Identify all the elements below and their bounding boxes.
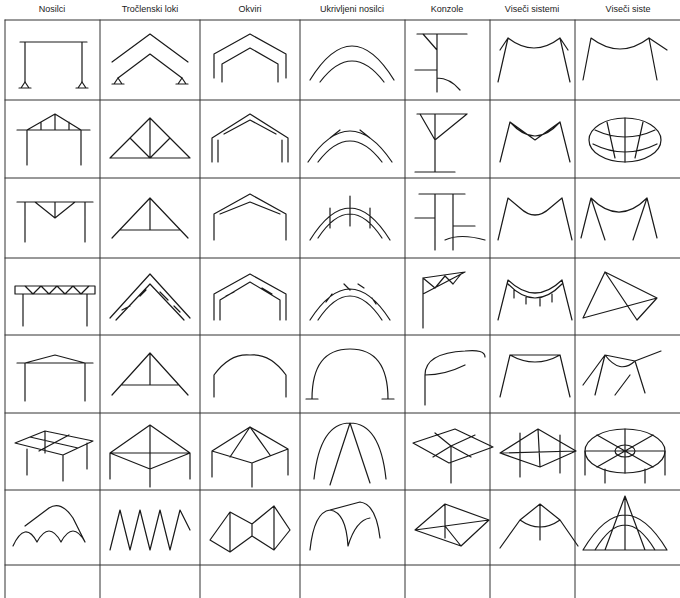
arch-sketch bbox=[112, 198, 188, 238]
suspension-sketch bbox=[583, 38, 667, 80]
arch-3d-sketch bbox=[314, 423, 386, 485]
frame-sketch bbox=[214, 355, 286, 397]
curved-beam-sketch bbox=[308, 130, 392, 162]
umbrella-sketch bbox=[413, 429, 493, 483]
arch-sketch bbox=[110, 118, 190, 158]
column-header: Okviri bbox=[238, 4, 263, 15]
frame-3d-sketch bbox=[212, 427, 288, 487]
beam-sketch bbox=[17, 355, 93, 401]
beam-sketch bbox=[15, 286, 95, 326]
dome-sketch bbox=[589, 118, 661, 162]
wheel-roof-sketch bbox=[585, 429, 665, 483]
beam-sketch bbox=[17, 114, 90, 165]
curved-beam-sketch bbox=[310, 284, 390, 320]
pyramid-sketch bbox=[110, 425, 190, 487]
curved-beam-sketch bbox=[306, 349, 394, 399]
folded-frame-sketch bbox=[210, 506, 290, 552]
suspension-sketch bbox=[500, 122, 570, 162]
suspension-sketch bbox=[498, 38, 570, 82]
grid-sketch bbox=[15, 431, 93, 481]
cantilever-sketch bbox=[423, 272, 465, 328]
column-header: Nosilci bbox=[38, 4, 67, 15]
suspension-sketch bbox=[583, 272, 657, 320]
beam-sketch bbox=[17, 202, 93, 242]
tent-sketch bbox=[500, 504, 578, 548]
column-header: Tročlenski loki bbox=[121, 4, 180, 15]
tent-sketch bbox=[583, 496, 667, 550]
cantilever-sketch bbox=[425, 351, 485, 405]
suspension-3d-sketch bbox=[500, 429, 576, 477]
beam-sketch bbox=[19, 42, 88, 88]
frame-sketch bbox=[214, 194, 286, 240]
shell-sketch bbox=[13, 506, 85, 546]
barrel-shell-sketch bbox=[310, 502, 380, 550]
suspension-sketch bbox=[498, 280, 572, 320]
suspension-sketch bbox=[581, 198, 657, 240]
frame-sketch bbox=[212, 114, 288, 162]
column-header: Viseči siste bbox=[605, 4, 652, 15]
arch-sketch bbox=[112, 353, 188, 395]
hypar-sketch bbox=[415, 504, 489, 546]
arch-sketch bbox=[110, 274, 190, 320]
frame-sketch bbox=[214, 34, 286, 82]
suspension-sketch bbox=[583, 351, 661, 395]
arch-sketch bbox=[112, 34, 188, 84]
column-header: Ukrivljeni nosilci bbox=[319, 4, 385, 15]
cantilever-sketch bbox=[415, 114, 467, 172]
suspension-sketch bbox=[500, 355, 570, 397]
curved-beam-sketch bbox=[310, 196, 390, 240]
column-header: Konzole bbox=[430, 4, 465, 15]
frame-sketch bbox=[214, 274, 286, 320]
table-grid bbox=[5, 20, 680, 598]
folded-plate-sketch bbox=[110, 510, 190, 550]
suspension-sketch bbox=[498, 198, 572, 240]
column-header: Viseči sistemi bbox=[504, 4, 560, 15]
cantilever-sketch bbox=[415, 194, 485, 250]
curved-beam-sketch bbox=[310, 46, 394, 82]
cantilever-sketch bbox=[415, 34, 467, 92]
